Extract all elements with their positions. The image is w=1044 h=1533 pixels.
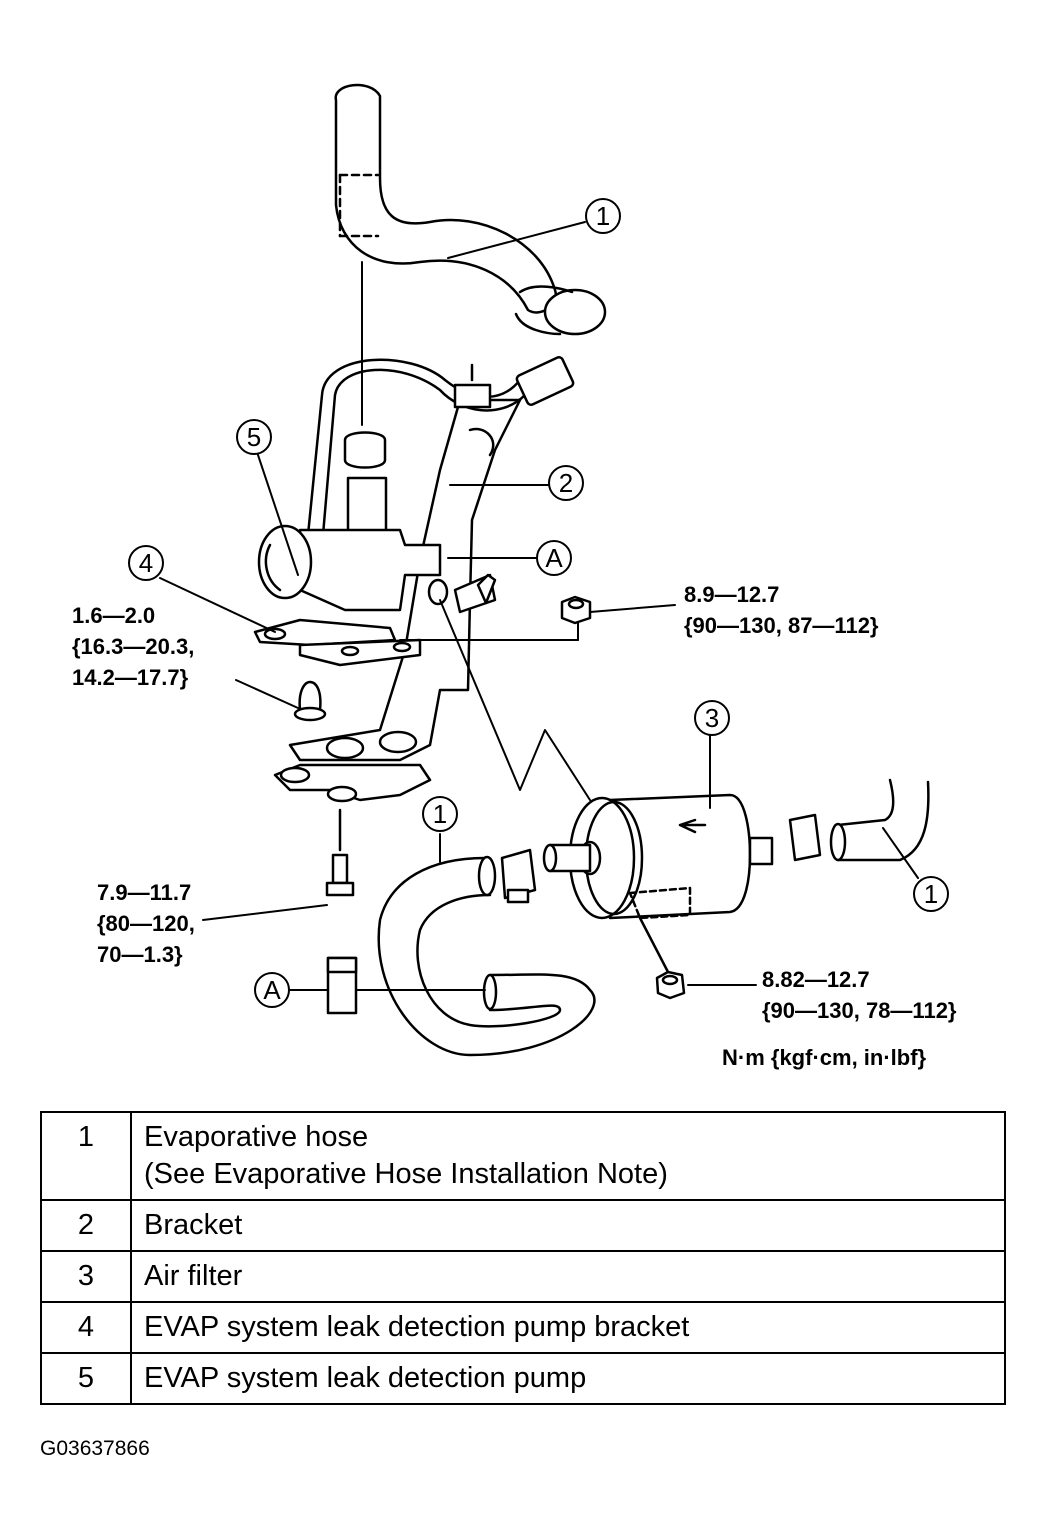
part-number: 2 <box>40 1199 132 1252</box>
callout-part-1-middle: 1 <box>422 796 458 832</box>
torque-value: 8.9—12.7 <box>684 582 780 607</box>
part-name: Bracket <box>130 1199 1006 1252</box>
leader-lines <box>159 221 919 991</box>
torque-value-alt: {90—130, 78—112} <box>762 998 957 1023</box>
torque-value-alt-2: 70—1.3} <box>97 942 183 967</box>
part-name: EVAP system leak detection pump <box>130 1352 1006 1405</box>
exploded-parts-diagram <box>159 83 930 1057</box>
part-description: Evaporative hose (See Evaporative Hose I… <box>130 1111 1006 1201</box>
callout-part-2: 2 <box>548 465 584 501</box>
callout-part-1-top: 1 <box>585 198 621 234</box>
part-name: EVAP system leak detection pump bracket <box>130 1301 1006 1354</box>
torque-value-alt: {90—130, 87—112} <box>684 613 879 638</box>
torque-value: 1.6—2.0 <box>72 603 156 628</box>
table-row: 3 Air filter <box>40 1250 1006 1303</box>
part-number: 5 <box>40 1352 132 1405</box>
leak-detection-pump <box>257 431 442 612</box>
evaporative-hose-top <box>334 83 607 336</box>
callout-part-3: 3 <box>694 700 730 736</box>
torque-value: 7.9—11.7 <box>97 880 192 905</box>
bracket-nut <box>560 595 592 625</box>
filter-nut <box>638 916 686 1000</box>
push-pin-fastener <box>293 680 327 722</box>
break-line <box>439 599 591 801</box>
torque-spec-bracket-nut: 8.9—12.7 {90—130, 87—112} <box>684 579 879 641</box>
torque-spec-pump-bracket: 1.6—2.0 {16.3—20.3, 14.2—17.7} <box>72 600 194 693</box>
torque-value-alt: {80—120, <box>97 911 195 936</box>
torque-value-alt: {16.3—20.3, <box>72 634 195 659</box>
torque-units-legend: N·m {kgf·cm, in·lbf} <box>722 1045 927 1070</box>
callout-ref-a-bottom: A <box>254 972 290 1008</box>
table-row: 5 EVAP system leak detection pump <box>40 1352 1006 1405</box>
torque-spec-filter-nut: 8.82—12.7 {90—130, 78—112} <box>762 964 957 1026</box>
evaporative-hose-middle <box>377 855 596 1057</box>
evaporative-hose-right <box>829 778 930 862</box>
callout-ref-a-top: A <box>536 540 572 576</box>
callout-part-5: 5 <box>236 419 272 455</box>
callout-part-1-right: 1 <box>913 876 949 912</box>
figure-id: G03637866 <box>40 1437 150 1460</box>
table-row: 2 Bracket <box>40 1199 1006 1252</box>
parts-table: 1 Evaporative hose (See Evaporative Hose… <box>40 1111 1006 1405</box>
callout-part-4: 4 <box>128 545 164 581</box>
part-number: 3 <box>40 1250 132 1303</box>
table-row: 1 Evaporative hose (See Evaporative Hose… <box>40 1111 1006 1201</box>
air-filter <box>542 793 774 920</box>
torque-value: 8.82—12.7 <box>762 967 870 992</box>
part-number: 1 <box>40 1111 132 1201</box>
part-number: 4 <box>40 1301 132 1354</box>
table-row: 4 EVAP system leak detection pump bracke… <box>40 1301 1006 1354</box>
bracket-bolt <box>325 808 355 897</box>
part-note: (See Evaporative Hose Installation Note) <box>144 1158 668 1190</box>
torque-spec-bracket-bolt: 7.9—11.7 {80—120, 70—1.3} <box>97 877 195 970</box>
hose-clamps <box>326 813 822 1015</box>
part-name: Evaporative hose <box>144 1121 369 1153</box>
part-name: Air filter <box>130 1250 1006 1303</box>
pump-bracket <box>253 618 422 667</box>
bracket-studs <box>427 573 497 606</box>
torque-value-alt-2: 14.2—17.7} <box>72 665 189 690</box>
pump-harness <box>303 355 575 572</box>
